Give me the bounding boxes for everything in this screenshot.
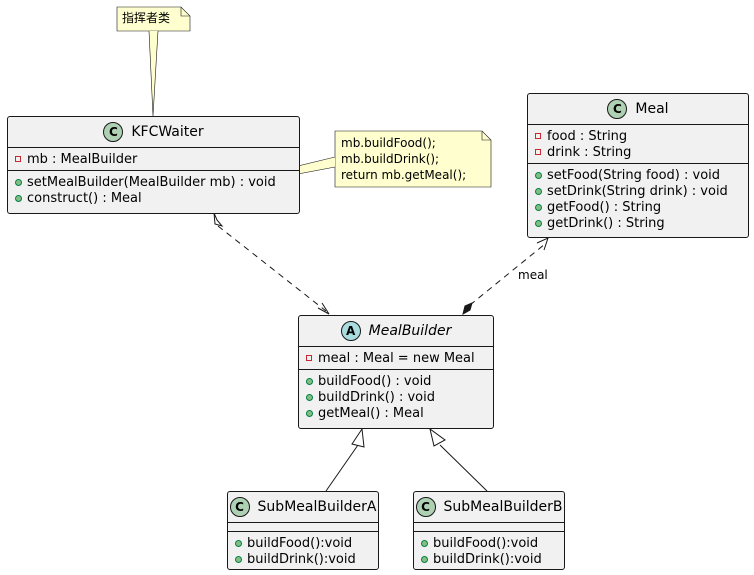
note-construct-line: return mb.getMeal(); xyxy=(341,168,467,182)
edge-meal-arrowhead xyxy=(536,237,549,251)
note-construct-shape xyxy=(334,130,492,188)
edge-submealbuilderb-inherit xyxy=(439,444,488,492)
class-submealbuildera-fields xyxy=(228,523,378,532)
edge-submealbuildera-inherit xyxy=(325,444,359,492)
class-meal-name: Meal xyxy=(635,101,669,117)
public-visibility-icon xyxy=(535,203,545,211)
note-construct-line: mb.buildDrink(); xyxy=(341,152,440,166)
public-visibility-icon xyxy=(306,409,316,417)
edge-kfcwaiter-arrowhead xyxy=(317,302,330,315)
class-mealbuilder-header: A MealBuilder xyxy=(299,316,493,347)
class-meal-fields: food : String drink : String xyxy=(528,125,748,164)
method-row: buildDrink():void xyxy=(421,551,557,567)
public-visibility-icon xyxy=(15,194,25,202)
public-visibility-icon xyxy=(235,539,245,547)
class-submealbuildera-methods: buildFood():void buildDrink():void xyxy=(228,532,378,570)
class-submealbuilderb-fields xyxy=(414,523,564,532)
class-kfcwaiter-fields: mb : MealBuilder xyxy=(8,148,299,171)
field-row: food : String xyxy=(535,128,741,144)
public-visibility-icon xyxy=(306,393,316,401)
edge-mealbuilder-meal xyxy=(469,243,546,306)
field-row: drink : String xyxy=(535,144,741,160)
public-visibility-icon xyxy=(15,178,25,186)
class-kfcwaiter-name: KFCWaiter xyxy=(131,124,204,140)
public-visibility-icon xyxy=(535,171,545,179)
method-row: setDrink(String drink) : void xyxy=(535,183,741,199)
abstract-stereotype-icon: A xyxy=(340,321,361,341)
method-row: setFood(String food) : void xyxy=(535,167,741,183)
method-row: buildFood():void xyxy=(421,535,557,551)
method-row: buildFood() : void xyxy=(306,373,486,389)
edge-submealbuildera-triangle xyxy=(351,427,365,448)
note-director-text: 指挥者类 xyxy=(122,11,171,25)
class-stereotype-icon: C xyxy=(103,122,124,142)
class-submealbuilderb-name: SubMealBuilderB xyxy=(443,499,563,515)
private-visibility-icon xyxy=(15,156,25,162)
class-kfcwaiter[interactable]: C KFCWaiter mb : MealBuilder setMealBuil… xyxy=(7,116,300,214)
note-director-fold xyxy=(180,7,190,17)
class-submealbuildera[interactable]: C SubMealBuilderA buildFood():void build… xyxy=(227,491,379,570)
note-construct: mb.buildFood(); mb.buildDrink(); return … xyxy=(335,131,491,187)
method-row: buildDrink():void xyxy=(235,551,371,567)
class-meal-methods: setFood(String food) : void setDrink(Str… xyxy=(528,164,748,234)
note-director-shape xyxy=(116,6,191,32)
public-visibility-icon xyxy=(535,219,545,227)
public-visibility-icon xyxy=(306,377,316,385)
class-stereotype-icon: C xyxy=(229,497,250,517)
field-row: mb : MealBuilder xyxy=(15,151,292,167)
edge-kfcwaiter-mealbuilder xyxy=(217,225,327,312)
class-stereotype-icon: C xyxy=(607,99,628,119)
note-construct-fold xyxy=(481,131,491,141)
field-row: meal : Meal = new Meal xyxy=(306,350,486,366)
class-kfcwaiter-methods: setMealBuilder(MealBuilder mb) : void co… xyxy=(8,171,299,209)
public-visibility-icon xyxy=(235,555,245,563)
class-mealbuilder-name: MealBuilder xyxy=(368,323,452,339)
class-submealbuildera-header: C SubMealBuilderA xyxy=(228,492,378,523)
method-row: getFood() : String xyxy=(535,199,741,215)
method-row: buildFood():void xyxy=(235,535,371,551)
method-row: buildDrink() : void xyxy=(306,389,486,405)
class-mealbuilder-methods: buildFood() : void buildDrink() : void g… xyxy=(299,370,493,424)
private-visibility-icon xyxy=(535,133,545,139)
edge-composition-diamond xyxy=(462,302,473,316)
note-construct-line: mb.buildFood(); xyxy=(341,136,436,150)
class-mealbuilder[interactable]: A MealBuilder meal : Meal = new Meal bui… xyxy=(298,315,494,429)
class-stereotype-icon: C xyxy=(415,497,436,517)
private-visibility-icon xyxy=(306,355,316,361)
class-meal-header: C Meal xyxy=(528,94,748,125)
class-mealbuilder-fields: meal : Meal = new Meal xyxy=(299,347,493,370)
class-meal[interactable]: C Meal food : String drink : String setF… xyxy=(527,93,749,238)
method-row: getDrink() : String xyxy=(535,215,741,231)
class-submealbuilderb-methods: buildFood():void buildDrink():void xyxy=(414,532,564,570)
class-submealbuildera-name: SubMealBuilderA xyxy=(257,499,377,515)
edge-meal-label: meal xyxy=(518,268,548,282)
method-row: setMealBuilder(MealBuilder mb) : void xyxy=(15,174,292,190)
note-director-connector xyxy=(148,30,159,117)
class-submealbuilderb-header: C SubMealBuilderB xyxy=(414,492,564,523)
method-row: getMeal() : Meal xyxy=(306,405,486,421)
note-director: 指挥者类 xyxy=(117,7,190,31)
edge-aggregation-diamond xyxy=(213,212,224,227)
class-submealbuilderb[interactable]: C SubMealBuilderB buildFood():void build… xyxy=(413,491,565,570)
public-visibility-icon xyxy=(421,555,431,563)
private-visibility-icon xyxy=(535,149,545,155)
public-visibility-icon xyxy=(535,187,545,195)
method-row: construct() : Meal xyxy=(15,190,292,206)
class-kfcwaiter-header: C KFCWaiter xyxy=(8,117,299,148)
public-visibility-icon xyxy=(421,539,431,547)
edge-submealbuilderb-triangle xyxy=(429,427,446,447)
